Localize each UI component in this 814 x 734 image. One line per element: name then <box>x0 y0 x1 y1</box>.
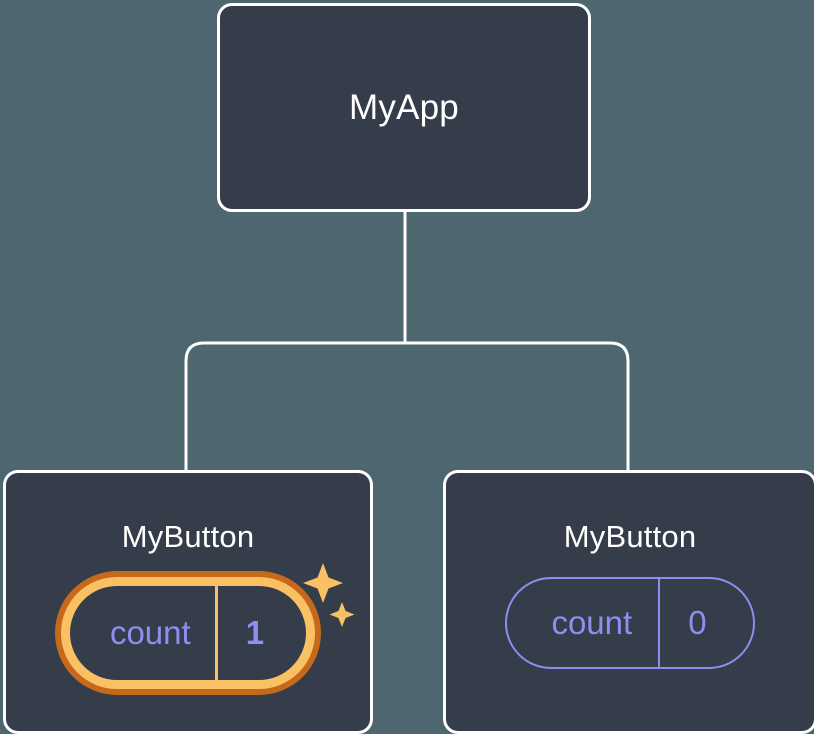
state-key-0: count <box>109 614 191 651</box>
node-mybutton-0[interactable]: MyButton count 1 <box>3 470 373 734</box>
state-pill-wrapper-1: count 0 <box>505 577 755 669</box>
state-pill-0[interactable]: count 1 <box>60 577 316 689</box>
state-pill-wrapper-0: count 1 <box>60 563 355 689</box>
connector-child-bus <box>184 341 630 470</box>
state-value-1: 0 <box>658 579 752 667</box>
state-key-1: count <box>551 604 633 641</box>
state-value-0: 1 <box>214 586 306 680</box>
node-mybutton-1[interactable]: MyButton count 0 <box>443 470 814 734</box>
state-pill-1[interactable]: count 0 <box>505 577 755 669</box>
node-myapp[interactable]: MyApp <box>217 3 591 212</box>
node-mybutton-0-title: MyButton <box>121 519 255 554</box>
node-mybutton-1-title: MyButton <box>563 519 697 554</box>
node-myapp-title: MyApp <box>349 87 459 127</box>
